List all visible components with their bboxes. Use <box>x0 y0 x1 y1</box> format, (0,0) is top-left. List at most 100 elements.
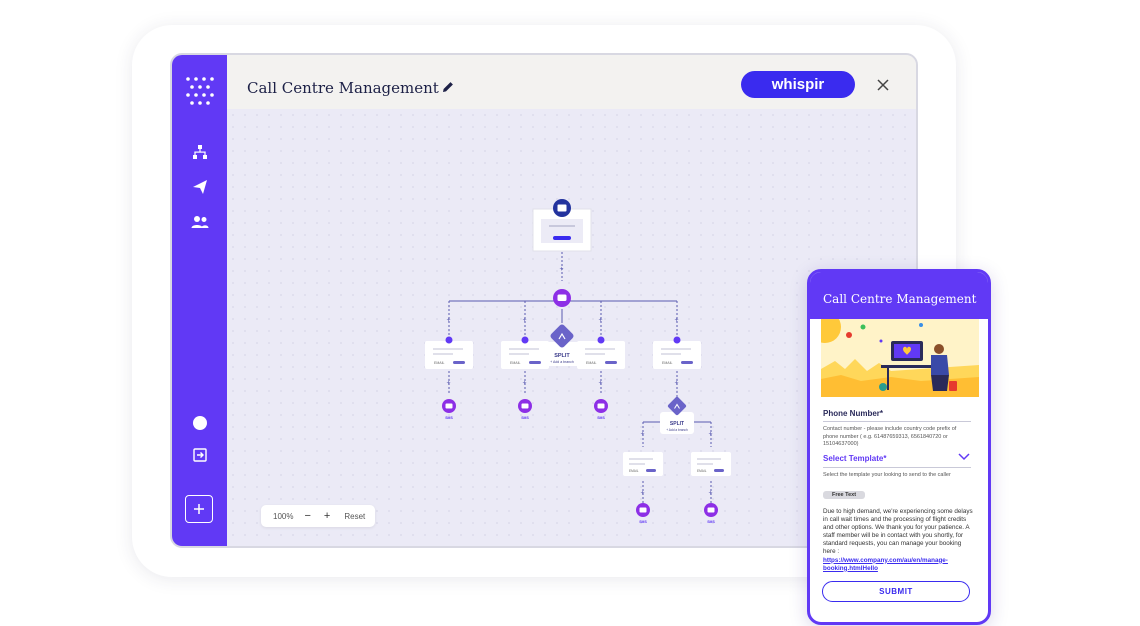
illustration-desk <box>881 365 933 368</box>
logout-icon <box>193 448 207 462</box>
user-avatar[interactable] <box>193 416 207 430</box>
sms-label: SMS <box>707 520 715 524</box>
sms-node-4: SMS <box>636 503 650 524</box>
sms-icon-glyph <box>707 507 715 513</box>
email-card-line <box>585 353 605 355</box>
plus-marker: + <box>675 380 679 387</box>
illustration-heart <box>903 346 911 355</box>
call-centre-illustration <box>821 319 979 397</box>
split-card <box>542 342 582 366</box>
illustration-dot <box>860 324 866 330</box>
plus-marker: + <box>523 380 527 387</box>
workflow-canvas[interactable]: + + + + + + + + + + + + + <box>227 109 916 546</box>
email-card-icon <box>673 336 681 344</box>
workflow-diagram: + + + + + + + + + + + + + <box>425 199 731 524</box>
split-diamond <box>667 396 687 416</box>
email-card-5: EMAIL <box>623 452 663 476</box>
booking-link[interactable]: https://www.company.com/au/en/manage-boo… <box>823 556 948 572</box>
pencil-icon <box>443 82 453 92</box>
email-card-4: EMAIL <box>653 336 701 369</box>
zoom-controls: 100% − + Reset <box>261 505 375 527</box>
email-card-line <box>509 348 539 350</box>
email-card-pill <box>646 469 656 472</box>
sms-icon-glyph <box>445 403 453 409</box>
email-card-pill <box>681 361 693 364</box>
close-button[interactable] <box>873 75 893 95</box>
email-card-icon <box>445 336 453 344</box>
plus-icon <box>194 504 204 514</box>
free-text-tag[interactable]: Free Text <box>823 491 866 499</box>
trigger-card-button <box>553 236 571 240</box>
sms-node-5: SMS <box>704 503 718 524</box>
brand-logo: whispir <box>741 71 855 98</box>
plus-marker: + <box>560 266 564 273</box>
email-card-label: EMAIL <box>510 361 521 365</box>
plus-marker: + <box>599 380 603 387</box>
sms-label: SMS <box>639 520 647 524</box>
email-card-6: EMAIL <box>691 452 731 476</box>
sms-icon-glyph <box>521 403 529 409</box>
email-card-line <box>509 353 529 355</box>
zoom-reset-button[interactable]: Reset <box>344 511 366 521</box>
split-icon <box>558 332 566 340</box>
split-diamond <box>550 324 574 348</box>
plus-marker: + <box>447 317 451 324</box>
sidebar-item-send[interactable] <box>188 175 212 199</box>
plus-marker: + <box>641 431 645 438</box>
email-card-pill <box>453 361 465 364</box>
email-card-3: EMAIL <box>577 336 625 369</box>
plus-marker: + <box>675 317 679 324</box>
email-card-label: EMAIL <box>586 361 597 365</box>
email-card-icon <box>597 336 605 344</box>
plus-marker: + <box>599 317 603 324</box>
email-card-line <box>629 458 653 460</box>
logout-button[interactable] <box>188 443 212 467</box>
email-card-pill <box>529 361 541 364</box>
email-card-2: EMAIL <box>501 336 549 369</box>
email-card-line <box>697 463 713 465</box>
plus-marker: + <box>523 317 527 324</box>
submit-button[interactable]: SUBMIT <box>822 581 970 602</box>
illustration-person-body <box>931 355 949 375</box>
topbar: Call Centre Management whispir <box>227 55 916 109</box>
illustration-dot <box>879 339 883 343</box>
send-icon <box>193 180 207 194</box>
page-title: Call Centre Management <box>247 79 439 97</box>
illustration-person-legs <box>931 375 949 391</box>
phone-number-input[interactable] <box>823 421 971 422</box>
phone-number-help: Contact number - please include country … <box>823 426 957 447</box>
edit-title-button[interactable] <box>441 80 455 99</box>
sidebar-item-workflow[interactable] <box>188 140 212 164</box>
message-text: Due to high demand, we're experiencing s… <box>823 508 973 556</box>
sms-icon-glyph <box>557 294 567 301</box>
illustration-dot <box>919 323 923 327</box>
email-card-line <box>697 458 721 460</box>
email-card-line <box>433 348 463 350</box>
email-card-line <box>661 348 691 350</box>
template-help: Select the template your looking to send… <box>823 472 951 478</box>
phone-preview: Call Centre Management Phone Number* Con… <box>807 269 991 625</box>
sms-icon-glyph <box>639 507 647 513</box>
app-logo-icon <box>186 77 214 105</box>
sms-node-1: SMS <box>442 399 456 420</box>
plus-marker: + <box>641 490 645 497</box>
chevron-down-icon[interactable] <box>958 452 970 462</box>
trigger-node <box>532 199 592 252</box>
sidebar <box>172 55 227 546</box>
sidebar-item-contacts[interactable] <box>188 210 212 234</box>
email-card-line <box>629 463 645 465</box>
illustration-plant-pot <box>879 383 887 391</box>
zoom-out-button[interactable]: − <box>304 510 311 522</box>
add-button[interactable] <box>185 495 213 523</box>
zoom-in-button[interactable]: + <box>323 510 331 522</box>
email-card-icon <box>521 336 529 344</box>
plus-marker: + <box>447 380 451 387</box>
sms-label: SMS <box>445 416 453 420</box>
sms-label: SMS <box>597 416 605 420</box>
sms-node-top <box>553 289 571 307</box>
trigger-icon-glyph <box>557 204 567 212</box>
template-select[interactable]: Select Template* <box>823 454 887 463</box>
close-icon <box>877 79 889 91</box>
split-sub-label: + Add a branch <box>550 360 574 364</box>
plus-marker: + <box>709 490 713 497</box>
